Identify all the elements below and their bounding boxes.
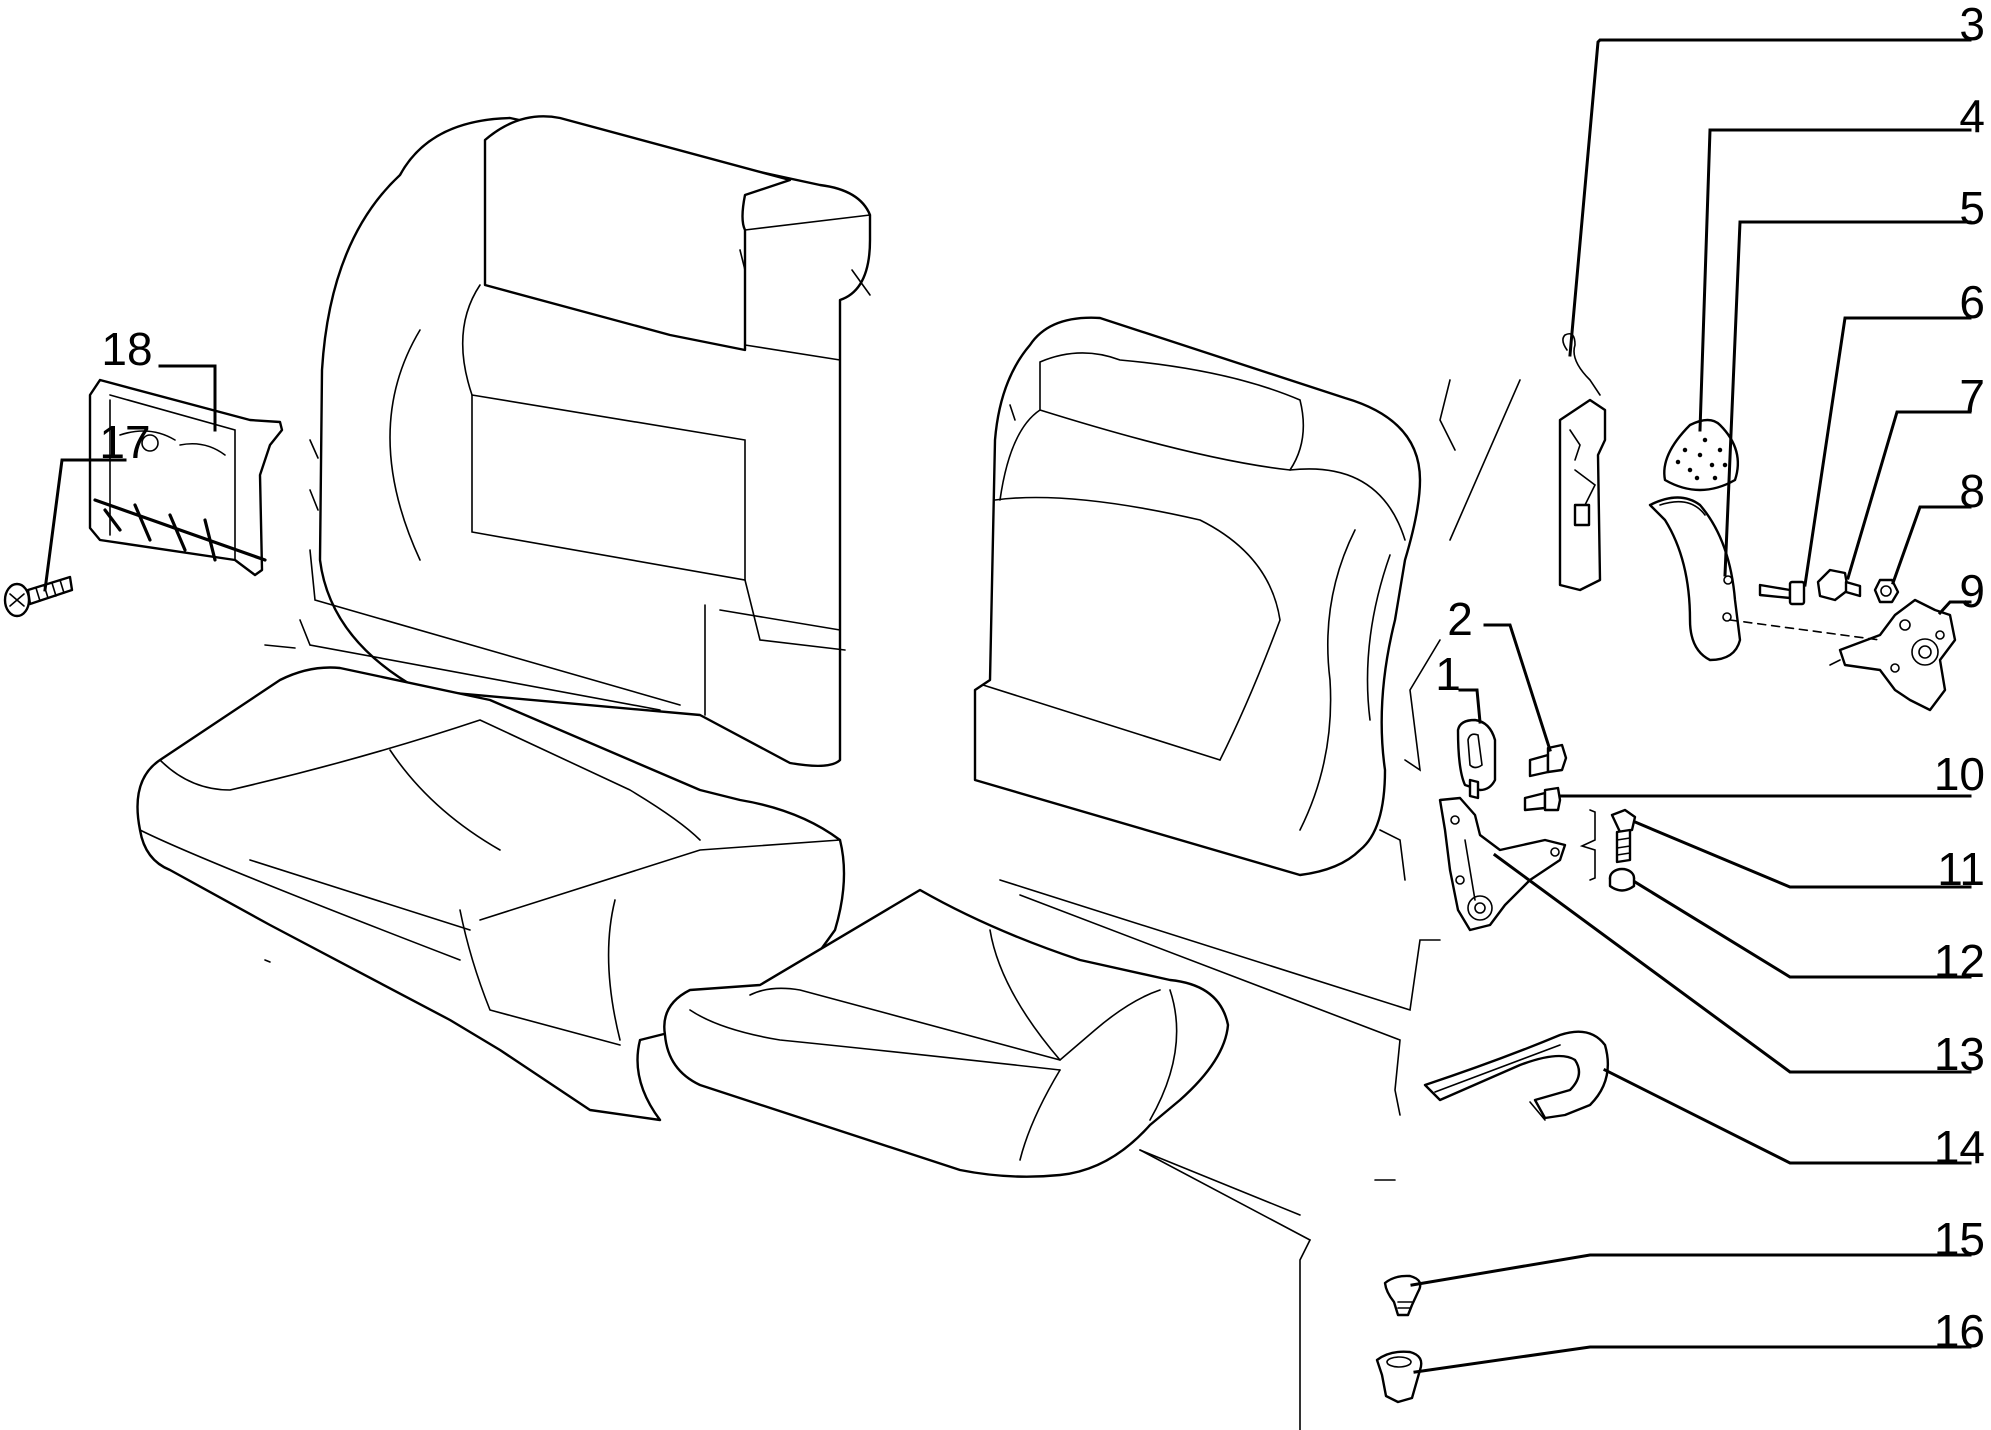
part-8-nut (1873, 578, 1900, 604)
callout-4: 4 (1959, 90, 1985, 142)
callout-10: 10 (1934, 748, 1985, 800)
part-9-hinge-plate (1729, 598, 1957, 712)
part-10-screw (1523, 786, 1562, 812)
part-14-strap (1423, 1030, 1609, 1121)
part-2-bolt (1528, 743, 1568, 778)
callout-13: 13 (1934, 1028, 1985, 1080)
part-11-bolt (1610, 808, 1637, 864)
part-6-screw (1758, 580, 1806, 606)
callout-18: 18 (101, 323, 152, 375)
part-3-latch (1558, 332, 1607, 592)
callout-14: 14 (1934, 1121, 1985, 1173)
left-seat-cushion (136, 666, 846, 1122)
left-seat-back (309, 115, 872, 768)
part-18-bracket (88, 378, 284, 577)
callout-8: 8 (1959, 465, 1985, 517)
callout-15: 15 (1934, 1213, 1985, 1265)
callout-6: 6 (1959, 276, 1985, 328)
callout-17: 17 (99, 416, 150, 468)
callout-12: 12 (1934, 935, 1985, 987)
reference-lines (264, 379, 1521, 1430)
right-seat-back (973, 316, 1422, 877)
callout-labels: 3 4 5 6 7 8 9 10 11 12 13 14 15 16 2 1 1… (99, 0, 1985, 1357)
part-17-screw (3, 575, 74, 618)
callout-2: 2 (1447, 593, 1473, 645)
part-7-bolt (1816, 568, 1862, 602)
group-brace (1579, 809, 1596, 881)
right-seat-cushion (663, 888, 1230, 1178)
part-16-grommet (1375, 1350, 1423, 1404)
callout-3: 3 (1959, 0, 1985, 50)
callout-11: 11 (1937, 843, 1985, 895)
callout-9: 9 (1959, 565, 1985, 617)
part-13-hinge-bracket (1438, 796, 1567, 932)
callout-1: 1 (1435, 648, 1461, 700)
part-15-clip (1383, 1274, 1422, 1317)
part-1-shackle (1456, 718, 1497, 800)
callout-5: 5 (1959, 182, 1985, 234)
callout-7: 7 (1959, 370, 1985, 422)
part-4-knob (1663, 418, 1740, 492)
part-5-lever (1648, 496, 1742, 662)
callout-16: 16 (1934, 1305, 1985, 1357)
callout-leaders (43, 38, 1972, 1374)
part-12-nut (1608, 867, 1636, 892)
